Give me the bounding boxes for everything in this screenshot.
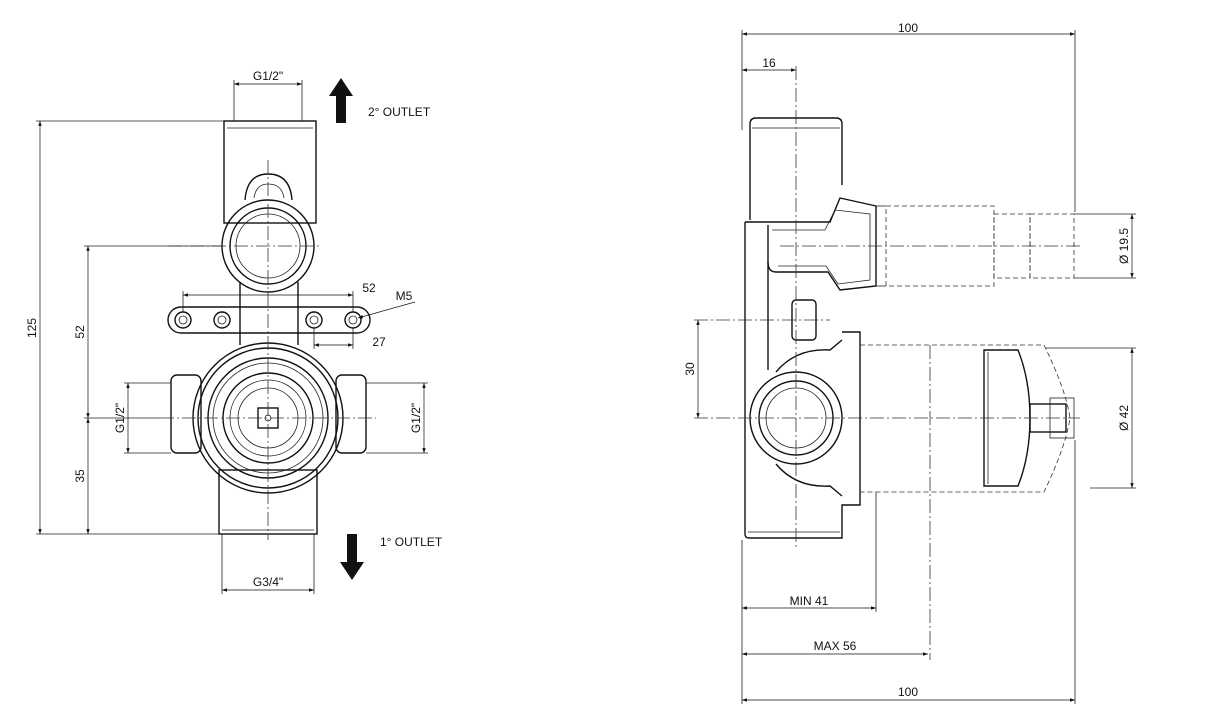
top-outlet-pipe [223,120,317,224]
dim-27: 27 [372,335,386,349]
side-dim-30: 30 [683,362,697,376]
right-thread-label: G1/2" [409,403,423,433]
outlet-1-label: 1° OUTLET [380,535,443,549]
side-dim-100-top: 100 [898,21,918,35]
dim-52-horizontal: 52 [362,281,376,295]
handle-loop [244,173,293,201]
bottom-thread-label: G3/4" [253,575,283,589]
side-view: 100 16 Ø 19.5 Ø 42 30 MIN 41 MAX 56 100 [683,21,1136,704]
side-dim-100-bottom: 100 [898,685,918,699]
mounting-bracket [167,306,371,334]
dim-52-vertical: 52 [73,325,87,339]
front-view: G1/2" 2° OUTLET 1° OUTLET 125 52 35 52 M… [25,69,443,594]
arrow-down-icon [340,534,364,580]
arrow-up-icon [329,78,353,123]
side-dim-body-dia: Ø 42 [1117,405,1131,431]
dim-m5: M5 [396,289,413,303]
top-thread-label: G1/2" [253,69,283,83]
dim-125: 125 [25,318,39,338]
dim-35: 35 [73,469,87,483]
side-cartridge [860,344,1071,493]
side-body [744,222,861,539]
outlet-2-label: 2° OUTLET [368,105,431,119]
side-dim-pipe-dia: Ø 19.5 [1117,228,1131,264]
side-dim-16: 16 [762,56,776,70]
side-dim-min: MIN 41 [790,594,829,608]
left-thread-label: G1/2" [113,403,127,433]
side-dim-max: MAX 56 [814,639,857,653]
